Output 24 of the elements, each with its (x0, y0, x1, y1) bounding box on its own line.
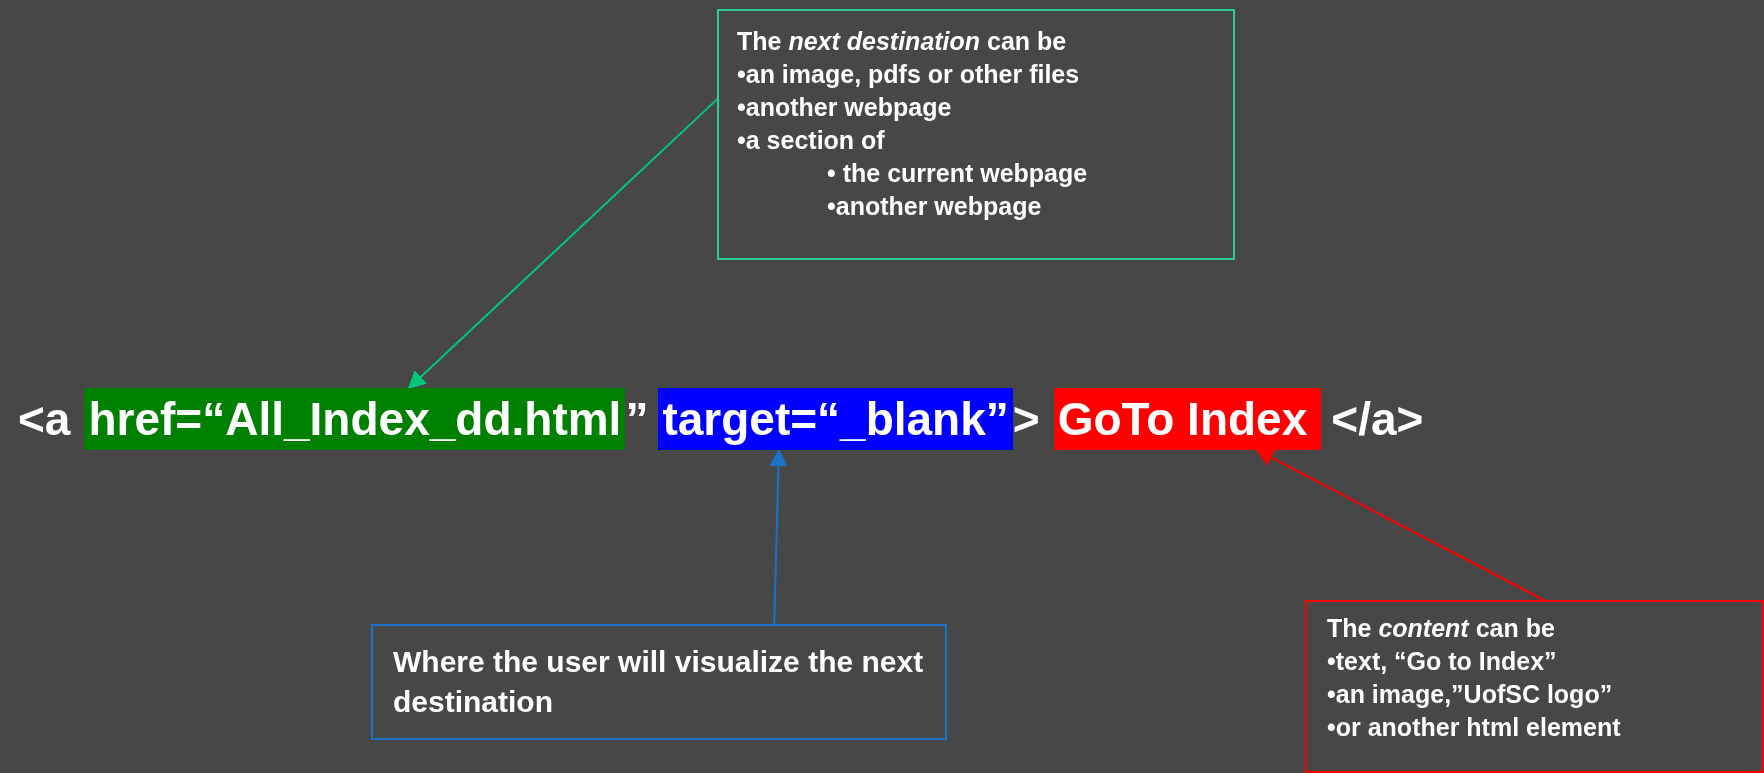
callout-box (717, 9, 1235, 260)
code-text: ” (625, 392, 650, 447)
bullet-item: •an image, pdfs or other files (737, 59, 1080, 90)
callout-box (1305, 600, 1764, 773)
callout-text: Where the user will visualize the next destination (393, 644, 925, 720)
code-text: </a> (1330, 392, 1425, 447)
highlighted-code: href=“All_Index_dd.html (84, 388, 626, 450)
code-text: <a (17, 392, 72, 447)
arrow (1255, 449, 1545, 601)
bullet-item: •text, “Go to Index” (1327, 646, 1557, 677)
bullet-item: •or another html element (1327, 712, 1621, 743)
arrow (769, 448, 788, 625)
box-heading: The next destination can be (737, 26, 1067, 57)
arrow (407, 98, 718, 390)
bullet-item: • the current webpage (827, 158, 1088, 189)
callout-box (371, 624, 947, 740)
bullet-item: •another webpage (737, 92, 952, 123)
bullet-item: •another webpage (827, 191, 1042, 222)
highlighted-code: target=“_blank” (658, 388, 1013, 450)
bullet-item: •a section of (737, 125, 885, 156)
box-heading: The content can be (1327, 613, 1555, 644)
code-text: > (1012, 392, 1041, 447)
bullet-item: •an image,”UofSC logo” (1327, 679, 1613, 710)
highlighted-code: GoTo Index (1053, 388, 1322, 450)
